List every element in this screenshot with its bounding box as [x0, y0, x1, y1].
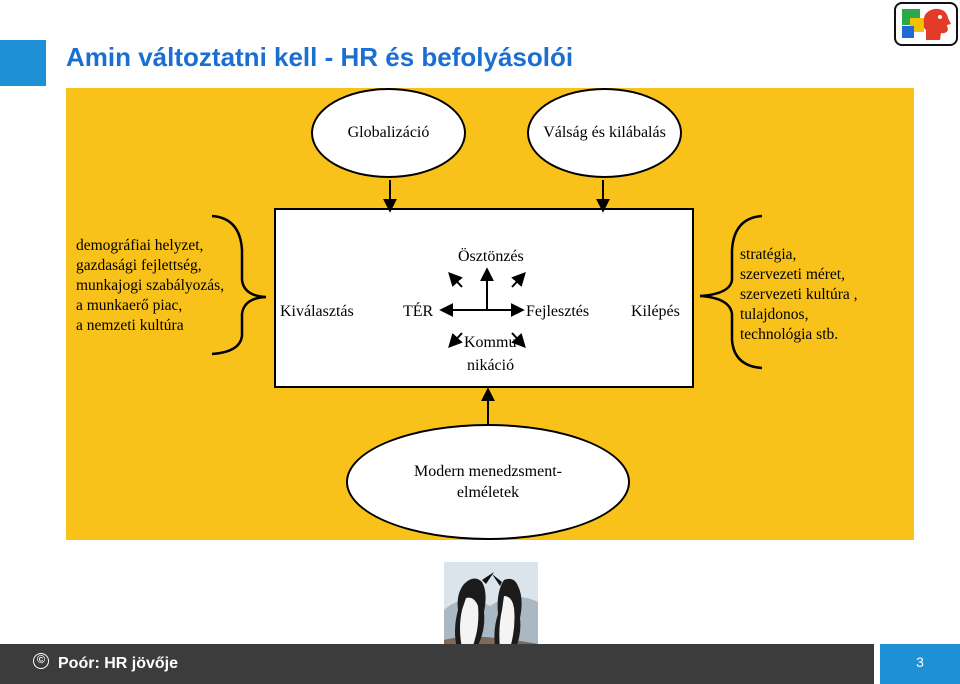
right-factor-item: szervezeti méret, [740, 266, 845, 283]
accent-square [0, 40, 46, 86]
left-factor-item: a nemzeti kultúra [76, 317, 184, 334]
kivalasztas-label: Kiválasztás [280, 303, 354, 320]
logo-head-icon [894, 2, 958, 46]
modern-menedzsment-line1: Modern menedzsment- [414, 463, 562, 480]
left-factor-item: munkajogi szabályozás, [76, 277, 225, 294]
ter-label: TÉR [403, 303, 434, 320]
footer-text: Poór: HR jövője [58, 655, 179, 672]
kommunikacio-label-line2: nikáció [467, 357, 515, 374]
left-factor-item: gazdasági fejlettség, [76, 257, 202, 274]
right-factor-item: szervezeti kultúra , [740, 286, 858, 303]
left-factor-item: a munkaerő piac, [76, 297, 183, 314]
footer-bar [0, 644, 874, 684]
right-factors-list: stratégia, szervezeti méret, szervezeti … [740, 245, 857, 345]
hr-process-box: Kiválasztás TÉR Ösztönzés Fejlesztés Kom… [274, 208, 694, 388]
globalizacio-label: Globalizáció [347, 124, 430, 141]
left-factor-item: demográfiai helyzet, [76, 237, 204, 254]
valsag-label: Válság és kilábalás [543, 124, 666, 141]
kilepes-label: Kilépés [631, 303, 680, 320]
modern-menedzsment-line2: elméletek [456, 484, 520, 501]
right-factor-item: stratégia, [740, 246, 797, 263]
page-number-box [880, 644, 960, 684]
slide-title: Amin változtatni kell - HR és befolyásol… [66, 42, 574, 72]
copyright-icon: © [33, 653, 49, 669]
fejlesztes-label: Fejlesztés [526, 303, 590, 320]
valsag-ellipse: Válság és kilábalás [527, 88, 682, 178]
left-factors-list: demográfiai helyzet, gazdasági fejlettsé… [76, 236, 224, 336]
page-number: 3 [916, 654, 924, 670]
globalizacio-ellipse: Globalizáció [311, 88, 466, 178]
osztonzes-label: Ösztönzés [458, 248, 524, 265]
modern-menedzsment-ellipse: Modern menedzsment- elméletek [346, 424, 630, 540]
kommunikacio-label-line1: Kommu [464, 334, 517, 351]
right-factor-item: tulajdonos, [740, 306, 809, 323]
right-factor-item: technológia stb. [740, 326, 839, 343]
